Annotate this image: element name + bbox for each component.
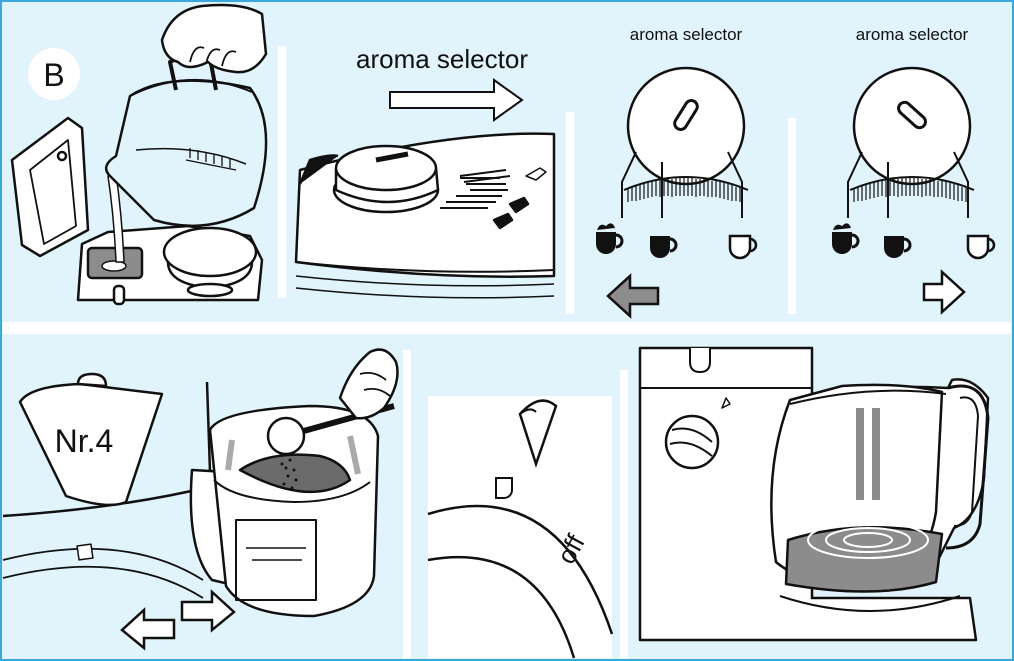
divider-top-2 — [566, 112, 574, 314]
aroma-selector-label-left: aroma selector — [630, 25, 743, 44]
divider-bottom-2 — [620, 370, 628, 658]
divider-bottom-1 — [403, 350, 411, 658]
step-badge-label: B — [43, 57, 64, 93]
aroma-selector-label-right: aroma selector — [856, 25, 969, 44]
divider-top-3 — [788, 118, 796, 314]
aroma-selector-heading: aroma selector — [356, 44, 528, 74]
filter-size-label: Nr.4 — [55, 423, 114, 459]
divider-top-1 — [278, 46, 286, 298]
off-dial-detail — [428, 396, 612, 658]
horizontal-divider — [3, 322, 1011, 334]
